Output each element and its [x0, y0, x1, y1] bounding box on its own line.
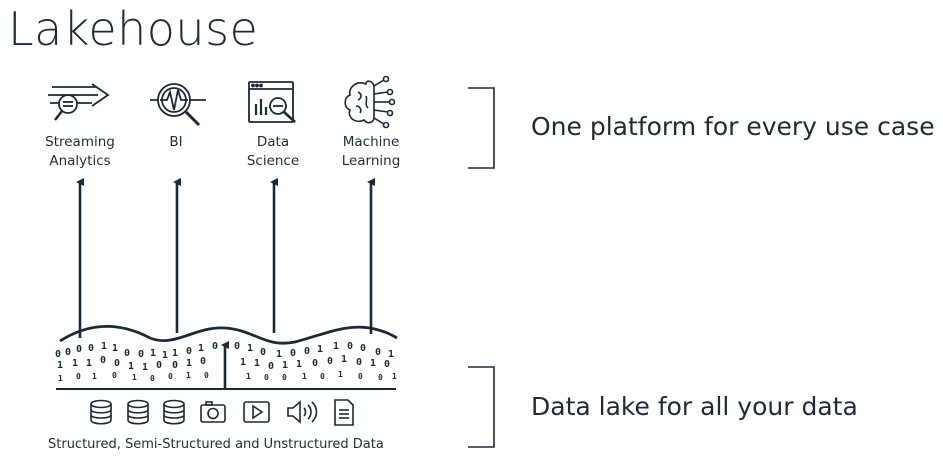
- svg-text:0: 0: [268, 361, 274, 372]
- svg-text:0: 0: [327, 356, 333, 367]
- svg-text:1: 1: [162, 350, 168, 361]
- svg-text:0: 0: [76, 344, 82, 355]
- svg-text:0: 0: [282, 373, 287, 382]
- svg-text:0: 0: [212, 341, 218, 352]
- bi-icon: [150, 83, 206, 127]
- side-text-platform: One platform for every use case: [531, 112, 935, 141]
- svg-text:0: 0: [76, 372, 81, 381]
- svg-text:1: 1: [246, 372, 251, 381]
- use-case-label-line1: Data: [256, 134, 290, 150]
- svg-text:0: 0: [356, 357, 362, 368]
- use-case-label-line2: Learning: [341, 153, 401, 169]
- use-case-label-line1: Streaming: [45, 134, 115, 150]
- svg-text:0: 0: [234, 341, 240, 352]
- svg-text:0: 0: [186, 346, 192, 357]
- svg-text:0: 0: [204, 371, 209, 380]
- database-icon: [163, 399, 185, 425]
- camera-icon: [200, 401, 226, 423]
- svg-text:1: 1: [112, 343, 118, 354]
- data-science-icon: [248, 81, 296, 123]
- database-icon: [127, 399, 149, 425]
- svg-text:1: 1: [172, 348, 178, 359]
- svg-text:0: 0: [200, 356, 206, 367]
- svg-text:1: 1: [86, 358, 92, 369]
- svg-text:0: 0: [100, 355, 106, 366]
- svg-text:0: 0: [260, 347, 266, 358]
- svg-text:1: 1: [57, 360, 63, 371]
- svg-text:0: 0: [55, 349, 61, 360]
- svg-text:1: 1: [142, 362, 148, 373]
- svg-text:1: 1: [276, 349, 282, 360]
- svg-text:0: 0: [384, 359, 390, 370]
- svg-text:0: 0: [360, 343, 366, 354]
- use-case-bi: BI: [121, 133, 231, 152]
- data-caption: Structured, Semi-Structured and Unstruct…: [48, 437, 384, 452]
- svg-text:1: 1: [247, 343, 253, 354]
- streaming-analytics-icon: [48, 83, 110, 121]
- svg-text:0: 0: [168, 372, 173, 381]
- svg-text:1: 1: [132, 373, 137, 382]
- side-text-data-lake: Data lake for all your data: [531, 392, 858, 421]
- svg-text:0: 0: [138, 349, 144, 360]
- svg-text:1: 1: [198, 343, 204, 354]
- bracket-top: [468, 87, 495, 169]
- svg-text:1: 1: [317, 344, 323, 355]
- svg-text:1: 1: [150, 348, 156, 359]
- svg-text:1: 1: [392, 372, 397, 381]
- use-case-data-science: Data Science: [218, 133, 328, 171]
- document-icon: [334, 399, 354, 426]
- svg-text:0: 0: [172, 360, 178, 371]
- svg-text:0: 0: [156, 360, 162, 371]
- svg-text:1: 1: [186, 358, 192, 369]
- use-case-label-line1: BI: [169, 134, 183, 150]
- svg-text:1: 1: [388, 349, 394, 360]
- svg-text:1: 1: [101, 341, 107, 352]
- svg-text:0: 0: [65, 347, 71, 358]
- svg-text:1: 1: [333, 341, 339, 352]
- svg-text:1: 1: [186, 371, 191, 380]
- use-case-label-line2: Science: [246, 153, 300, 169]
- use-case-streaming-analytics: Streaming Analytics: [25, 133, 135, 171]
- svg-text:0: 0: [358, 372, 363, 381]
- svg-text:0: 0: [124, 348, 130, 359]
- svg-text:1: 1: [338, 370, 343, 379]
- svg-text:0: 0: [114, 358, 120, 369]
- flow-arrows: [76, 178, 375, 388]
- use-case-label-line2: Analytics: [49, 153, 111, 169]
- page-title: Lakehouse: [8, 2, 259, 56]
- svg-text:1: 1: [72, 358, 78, 369]
- machine-learning-icon: [344, 75, 396, 129]
- use-case-label-line1: Machine: [342, 134, 400, 150]
- svg-text:0: 0: [264, 373, 269, 382]
- svg-text:0: 0: [347, 341, 353, 352]
- svg-text:1: 1: [341, 354, 347, 365]
- data-lake-wave: [59, 324, 398, 345]
- bracket-bottom: [468, 366, 495, 448]
- svg-text:1: 1: [370, 358, 376, 369]
- svg-text:1: 1: [302, 372, 307, 381]
- svg-text:0: 0: [312, 358, 318, 369]
- svg-text:0: 0: [375, 347, 381, 358]
- svg-text:0: 0: [112, 371, 117, 380]
- svg-text:1: 1: [240, 357, 246, 368]
- database-icon: [90, 399, 112, 425]
- svg-text:0: 0: [378, 373, 383, 382]
- svg-text:0: 0: [320, 372, 325, 381]
- use-case-machine-learning: Machine Learning: [316, 133, 426, 171]
- audio-icon: [287, 400, 318, 424]
- svg-text:1: 1: [282, 360, 288, 371]
- svg-text:1: 1: [58, 374, 63, 383]
- video-icon: [243, 401, 270, 423]
- svg-text:0: 0: [88, 343, 94, 354]
- svg-text:1: 1: [296, 359, 302, 370]
- svg-text:1: 1: [254, 358, 260, 369]
- svg-text:0: 0: [304, 346, 310, 357]
- svg-text:0: 0: [150, 374, 155, 383]
- svg-text:1: 1: [128, 361, 134, 372]
- svg-text:1: 1: [92, 372, 97, 381]
- svg-text:0: 0: [290, 348, 296, 359]
